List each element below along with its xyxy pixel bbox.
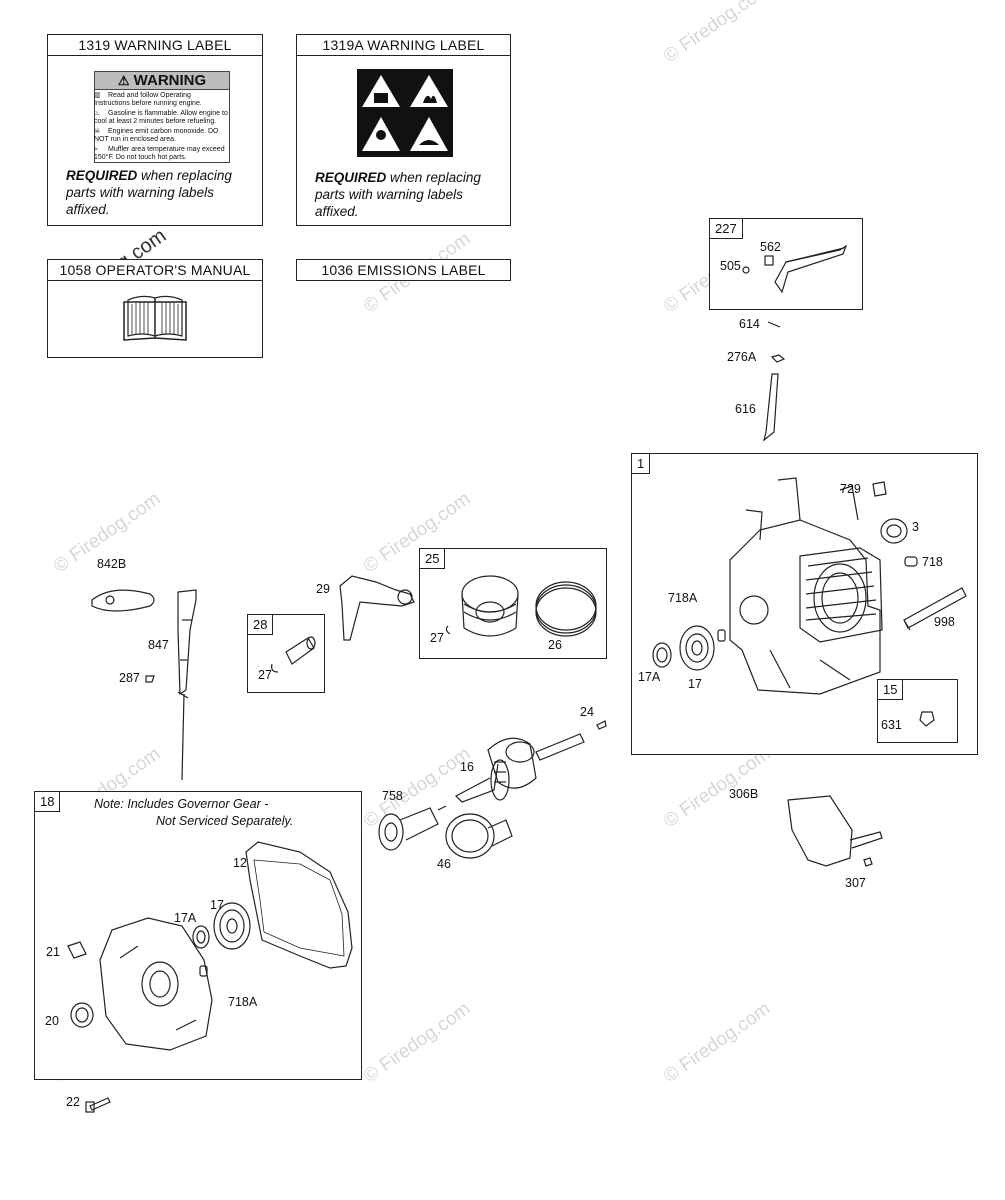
connecting-rod-part <box>339 575 415 641</box>
box-title: 1036 EMISSIONS LABEL <box>321 262 486 278</box>
part-label: 306B <box>729 787 759 801</box>
part-label: 729 <box>840 482 861 496</box>
group-28-box: 28 <box>247 614 325 693</box>
part-label: 29 <box>316 582 330 596</box>
part-label: 631 <box>881 718 902 732</box>
part-label: 614 <box>739 317 760 331</box>
part-label: 17A <box>174 911 197 925</box>
dipstick-part <box>177 589 197 781</box>
part-label: 998 <box>934 615 955 629</box>
part-label: 505 <box>720 259 741 273</box>
bolt-part <box>89 1097 111 1111</box>
part-label: 12 <box>233 856 247 870</box>
part-label: 21 <box>46 945 60 959</box>
warning-sign-text: WARNING <box>133 72 207 89</box>
emissions-label-box: 1036 EMISSIONS LABEL <box>296 259 511 281</box>
fumes-icon: ☠ <box>94 128 101 135</box>
hot-surface-icon: ≈ <box>94 146 98 153</box>
part-label: 17 <box>688 677 702 691</box>
warning-label-1319a-box: 1319A WARNING LABEL REQUIRED when replac… <box>296 34 511 226</box>
part-label: 16 <box>460 760 474 774</box>
group-tag: 18 <box>35 792 61 812</box>
part-label: 27 <box>430 631 444 645</box>
group-tag: 15 <box>878 680 904 700</box>
group-18-box: 18 <box>34 791 362 1080</box>
group-tag: 1 <box>632 454 651 474</box>
warning-sign-title: ⚠ WARNING <box>94 71 230 90</box>
part-label: 27 <box>258 668 272 682</box>
warning-row: ♨Gasoline is flammable. Allow engine to … <box>94 110 228 125</box>
part-label: 26 <box>548 638 562 652</box>
nut-part <box>770 354 786 363</box>
part-label: 22 <box>66 1095 80 1109</box>
group-tag: 227 <box>710 219 743 239</box>
crankcase-gasket-part <box>245 841 353 969</box>
operators-manual-box: 1058 OPERATOR'S MANUAL <box>47 259 263 358</box>
required-note: REQUIRED when replacing parts with warni… <box>315 170 481 219</box>
part-label: 3 <box>912 520 919 534</box>
engine-block-part <box>729 477 883 695</box>
warning-sign-body <box>94 90 230 163</box>
box-title: 1319 WARNING LABEL <box>48 35 262 56</box>
warning-sign: ⚠ WARNING ▥Read and follow Operating Ins… <box>48 65 262 165</box>
piston-rings-part <box>535 581 597 637</box>
part-label: 17A <box>638 670 661 684</box>
group-tag: 28 <box>248 615 274 635</box>
gasket-842b-part <box>91 589 155 612</box>
required-note: REQUIRED when replacing parts with warni… <box>66 168 232 217</box>
pin-part <box>767 321 781 328</box>
part-label: 307 <box>845 876 866 890</box>
manual-icon: ▥ <box>94 92 101 99</box>
part-label: 616 <box>735 402 756 416</box>
pictogram-warning-label <box>357 69 453 157</box>
group-tag: 25 <box>420 549 446 569</box>
warning-row: ☠Engines emit carbon monoxide. DO NOT ru… <box>94 128 219 143</box>
piston-part <box>461 575 519 637</box>
part-label: 842B <box>97 557 127 571</box>
part-label: 847 <box>148 638 169 652</box>
part-label: 20 <box>45 1014 59 1028</box>
part-label: 24 <box>580 705 594 719</box>
crankshaft-part <box>455 733 585 803</box>
crank-gear-part <box>445 813 513 859</box>
fire-icon: ♨ <box>94 110 101 117</box>
piston-pin-part <box>285 637 315 665</box>
governor-lever-part <box>742 244 848 294</box>
warning-triangle-icon: ⚠ <box>117 73 130 88</box>
part-label: 46 <box>437 857 451 871</box>
warning-label-1319-box: 1319 WARNING LABEL ⚠ WARNING ▥Read and f… <box>47 34 263 226</box>
part-label: 287 <box>119 671 140 685</box>
group-227-box: 227 <box>709 218 863 310</box>
box-title: 1319A WARNING LABEL <box>297 35 510 56</box>
part-label: 562 <box>760 240 781 254</box>
part-label: 17 <box>210 898 224 912</box>
box-title: 1058 OPERATOR'S MANUAL <box>48 260 262 281</box>
part-label: 276A <box>727 350 757 364</box>
governor-gear-note: Note: Includes Governor Gear - Not Servi… <box>94 797 294 828</box>
part-label: 718A <box>668 591 698 605</box>
crankcase-cover-part <box>99 917 213 1051</box>
group-15-box: 15 <box>877 679 958 743</box>
part-label: 718A <box>228 995 258 1009</box>
warning-row: ▥Read and follow Operating Instructions … <box>94 92 202 107</box>
governor-shaft-part <box>762 373 779 442</box>
warning-row: ≈Muffler area temperature may exceed 150… <box>94 146 225 161</box>
shield-part <box>787 795 883 867</box>
manual-book-icon <box>123 295 187 341</box>
part-label: 758 <box>382 789 403 803</box>
part-label: 718 <box>922 555 943 569</box>
camshaft-part <box>378 805 447 851</box>
